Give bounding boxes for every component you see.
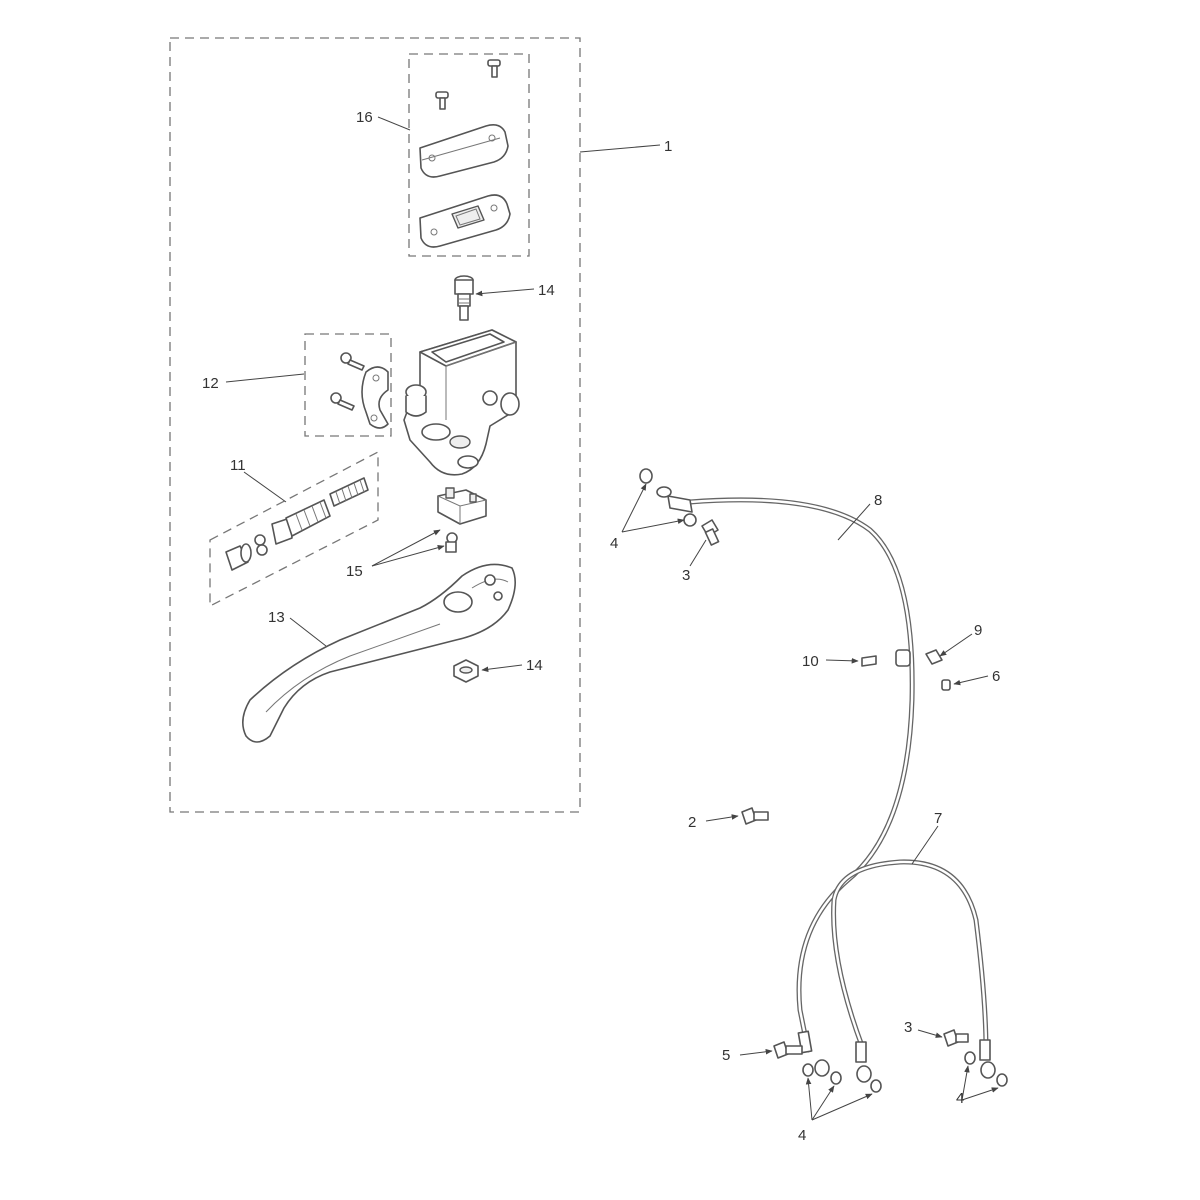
callout-3-upper: 3 (682, 567, 690, 584)
callout-4-lower-left: 4 (798, 1127, 806, 1144)
callout-11: 11 (230, 457, 246, 474)
upper-brake-hose (656, 486, 915, 1077)
reservoir-cap-screws (435, 59, 501, 110)
master-cylinder-body (403, 329, 520, 476)
callout-4-lower-right: 4 (956, 1090, 964, 1107)
reservoir-diaphragm (419, 194, 511, 248)
callout-3-lower: 3 (904, 1019, 912, 1036)
hose-clip-hardware (861, 649, 951, 691)
pivot-bolt (454, 275, 474, 321)
master-cylinder-assembly-box (169, 37, 581, 813)
callout-1: 1 (664, 138, 672, 155)
callout-9: 9 (974, 622, 982, 639)
pivot-nut (453, 659, 479, 683)
callout-13: 13 (268, 609, 285, 626)
sealing-washers (639, 468, 1008, 1093)
lower-brake-hose (831, 859, 996, 1083)
callout-10: 10 (802, 653, 819, 670)
piston-kit-parts (225, 477, 369, 571)
callout-4-upper: 4 (610, 535, 618, 552)
callout-16: 16 (356, 109, 373, 126)
callout-2: 2 (688, 814, 696, 831)
callout-14-lower: 14 (526, 657, 543, 674)
clamp-kit-box (304, 333, 392, 437)
leader-lines (225, 116, 999, 1121)
brake-light-switch (437, 487, 487, 553)
callout-14-upper: 14 (538, 282, 555, 299)
callout-8: 8 (874, 492, 882, 509)
mounting-bolt (741, 807, 769, 825)
brake-lever (242, 563, 516, 743)
handlebar-clamp (361, 366, 389, 429)
callout-15: 15 (346, 563, 363, 580)
callout-7: 7 (934, 810, 942, 827)
callout-6: 6 (992, 668, 1000, 685)
callout-5: 5 (722, 1047, 730, 1064)
callout-12: 12 (202, 375, 219, 392)
reservoir-cap-kit-box (408, 53, 530, 257)
reservoir-cap (419, 124, 509, 178)
clamp-bolts (330, 352, 365, 411)
piston-kit-box (209, 450, 379, 608)
banjo-bolts (701, 519, 969, 1059)
